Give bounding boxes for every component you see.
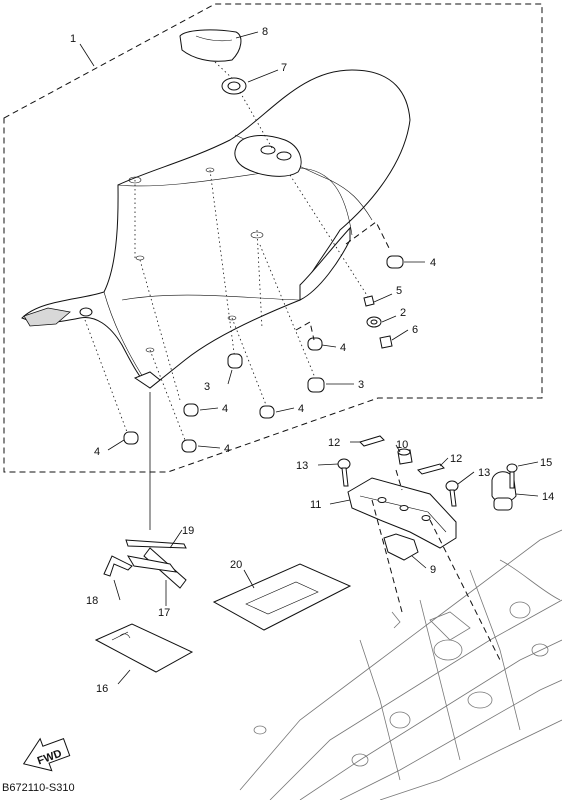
part-label: 15 xyxy=(540,457,552,469)
diagram-code: B672110-S310 xyxy=(2,782,75,794)
part-label: 18 xyxy=(86,595,98,607)
part-label: 4 xyxy=(222,403,228,415)
part-label: 3 xyxy=(358,379,364,391)
part-label: 11 xyxy=(310,499,321,511)
part-label: 2 xyxy=(400,307,406,319)
part-label: 10 xyxy=(396,439,408,451)
seat-cover-cap xyxy=(179,29,242,62)
forward-arrow: FWD xyxy=(22,737,71,772)
part-label: 3 xyxy=(204,381,210,393)
part-label: 5 xyxy=(396,285,402,297)
helmet-holder xyxy=(491,463,518,511)
part-label: 16 xyxy=(96,683,108,695)
part-label: 4 xyxy=(298,403,304,415)
part-label: 14 xyxy=(542,491,554,503)
part-label: 4 xyxy=(224,443,230,455)
grommet-set xyxy=(123,255,404,453)
part-label: 4 xyxy=(94,446,100,458)
part-label: 17 xyxy=(158,607,170,619)
tool-bag xyxy=(94,623,194,673)
part-label: 4 xyxy=(430,257,436,269)
part-label: 4 xyxy=(340,342,346,354)
part-label: 1 xyxy=(70,33,76,45)
assembly-boundary xyxy=(3,3,543,473)
part-label: 13 xyxy=(296,460,308,472)
part-label: 7 xyxy=(281,62,287,74)
part-label: 9 xyxy=(430,564,436,576)
part-label: 20 xyxy=(230,559,242,571)
part-label: 8 xyxy=(262,26,268,38)
part-label: 6 xyxy=(412,324,418,336)
tool-kit xyxy=(103,539,187,589)
owner-manual xyxy=(212,563,352,631)
part-label: 12 xyxy=(328,437,340,449)
seat xyxy=(21,69,411,389)
part-label: 19 xyxy=(182,525,194,537)
part-label: 12 xyxy=(450,453,462,465)
seat-lock-bracket xyxy=(337,435,459,561)
part-label: 13 xyxy=(478,467,490,479)
part-labels: 1 8 7 4 5 2 6 4 3 3 4 4 4 4 12 10 12 13 … xyxy=(70,26,554,695)
rear-frame xyxy=(239,529,562,800)
